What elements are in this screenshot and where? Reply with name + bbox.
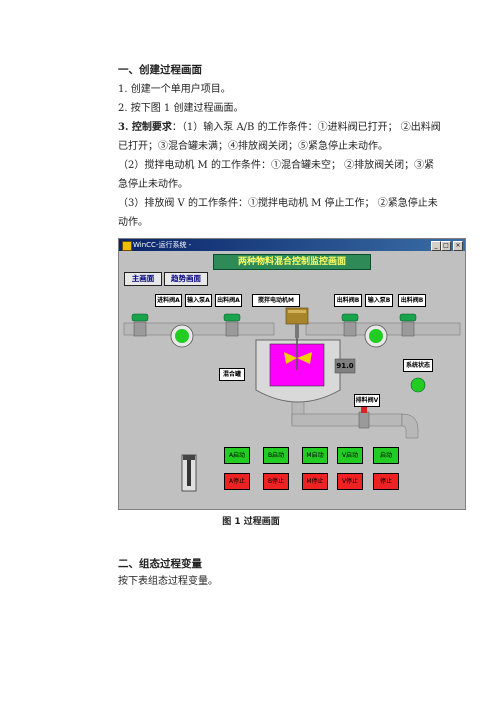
figure-caption: 图 1 过程画面 bbox=[222, 517, 280, 527]
process-diagram bbox=[123, 307, 461, 492]
tank-level-value: 91.0 bbox=[336, 362, 354, 370]
tag-pump-b: 输入泵B bbox=[365, 294, 393, 307]
step-3-label: 3. 控制要求 bbox=[118, 122, 172, 133]
tag-inlet-valve-a: 进料阀A bbox=[155, 294, 182, 307]
tag-outlet-valve-b-1: 出料阀B bbox=[334, 294, 362, 307]
v-start-button[interactable]: V启动 bbox=[337, 447, 363, 464]
tag-outlet-valve-a: 出料阀A bbox=[215, 294, 242, 307]
tag-pump-a: 输入泵A bbox=[185, 294, 212, 307]
m-stop-button[interactable]: M停止 bbox=[302, 473, 328, 490]
step-3-line-3: （2）搅拌电动机 M 的工作条件：①混合罐未空； ②排放阀关闭；③紧 bbox=[118, 160, 435, 171]
step-1: 1. 创建一个单用户项目。 bbox=[118, 84, 231, 95]
valve-inlet-a-icon bbox=[131, 313, 149, 337]
pump-b-icon bbox=[364, 324, 388, 348]
m-start-button[interactable]: M启动 bbox=[302, 447, 328, 464]
valve-outlet-b-right-icon bbox=[399, 313, 417, 337]
mixing-tank-icon bbox=[255, 338, 341, 403]
b-stop-button[interactable]: B停止 bbox=[263, 473, 289, 490]
screen-banner: 两种物料混合控制监控画面 bbox=[213, 254, 371, 270]
step-3-line-2: 已打开；③混合罐未满；④排放阀关闭；⑤紧急停止未动作。 bbox=[118, 141, 388, 152]
tag-system-status: 系统状态 bbox=[403, 359, 433, 372]
minimize-button[interactable]: _ bbox=[431, 241, 441, 251]
v-stop-button[interactable]: V停止 bbox=[337, 473, 363, 490]
valve-outlet-b-left-icon bbox=[341, 313, 359, 337]
tag-motor-m: 搅拌电动机M bbox=[252, 294, 300, 307]
nav-trend-screen[interactable]: 趋势画面 bbox=[164, 272, 208, 286]
drain-valve-v-icon bbox=[358, 407, 370, 429]
level-display-bg bbox=[334, 358, 356, 374]
close-button[interactable]: × bbox=[453, 241, 463, 251]
drain-pipe-horizontal bbox=[291, 413, 403, 427]
motor-m-icon bbox=[285, 307, 309, 338]
step-3-line-1: 3. 控制要求：（1）输入泵 A/B 的工作条件：①进料阀已打开； ②出料阀 bbox=[118, 120, 441, 135]
pipe-a bbox=[123, 322, 275, 336]
valve-outlet-a-icon bbox=[223, 313, 241, 337]
a-start-button[interactable]: A启动 bbox=[224, 447, 250, 464]
step-3-line-4: 急停止未动作。 bbox=[118, 179, 188, 190]
step-3-line-5: （3）排放阀 V 的工作条件：①搅拌电动机 M 停止工作； ②紧急停止未 bbox=[118, 198, 438, 209]
drain-pipe-elbow bbox=[401, 413, 419, 439]
process-screen: 两种物料混合控制监控画面 主画面 趋势画面 bbox=[120, 252, 464, 508]
app-icon bbox=[122, 241, 132, 251]
step-3-line-1-text: ：（1）输入泵 A/B 的工作条件：①进料阀已打开； ②出料阀 bbox=[171, 122, 441, 133]
a-stop-button[interactable]: A停止 bbox=[224, 473, 250, 490]
step-2: 2. 按下图 1 创建过程画面。 bbox=[118, 103, 244, 114]
tag-mixing-tank: 混合罐 bbox=[219, 368, 245, 381]
window-titlebar: WinCC-运行系统 - _ □ × bbox=[119, 239, 465, 251]
section1-title: 一、创建过程画面 bbox=[118, 64, 202, 76]
system-stop-button[interactable]: 停止 bbox=[373, 473, 399, 490]
emergency-lever-icon bbox=[181, 454, 197, 492]
step-3-line-6: 动作。 bbox=[118, 217, 148, 228]
nav-main-screen[interactable]: 主画面 bbox=[124, 272, 162, 286]
maximize-button[interactable]: □ bbox=[441, 241, 451, 251]
window-title: WinCC-运行系统 - bbox=[133, 241, 192, 249]
section2-text: 按下表组态过程变量。 bbox=[118, 576, 218, 587]
system-start-button[interactable]: 启动 bbox=[373, 447, 399, 464]
pump-a-icon bbox=[170, 324, 194, 348]
b-start-button[interactable]: B启动 bbox=[263, 447, 289, 464]
tag-drain-valve-v: 排料阀V bbox=[354, 394, 380, 407]
tag-outlet-valve-b-2: 出料阀B bbox=[398, 294, 426, 307]
section2-title: 二、组态过程变量 bbox=[118, 558, 202, 570]
wincc-runtime-window: WinCC-运行系统 - _ □ × 两种物料混合控制监控画面 主画面 趋势画面 bbox=[118, 238, 466, 510]
system-status-lamp-icon bbox=[410, 377, 426, 393]
